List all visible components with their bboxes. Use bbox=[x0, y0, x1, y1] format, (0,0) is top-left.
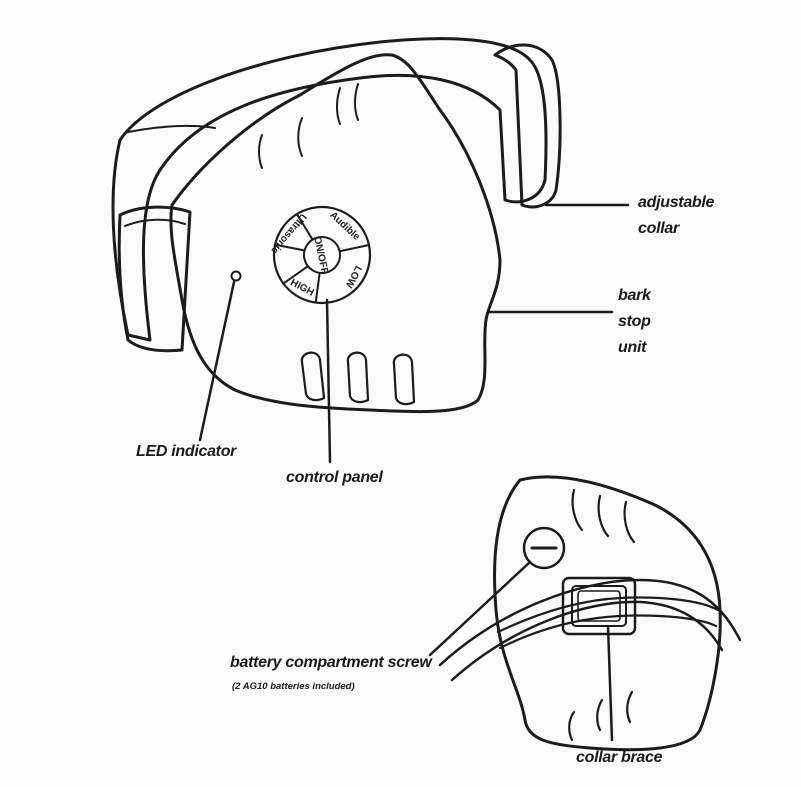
label-batteries-note: (2 AG10 batteries included) bbox=[232, 681, 355, 692]
leader-battery-screw bbox=[428, 560, 532, 657]
label-adjustable-collar-line1: adjustable bbox=[638, 194, 715, 211]
leader-collar-brace bbox=[606, 624, 614, 742]
leader-lines-upper bbox=[198, 203, 630, 464]
leader-led-indicator bbox=[198, 280, 236, 442]
battery-compartment-screw bbox=[522, 526, 566, 570]
leader-control-panel bbox=[325, 298, 332, 464]
control-button-top-left-label: Audible bbox=[327, 210, 362, 243]
control-button-center-label: ON/OFF bbox=[311, 236, 330, 275]
rear-view-unit bbox=[438, 475, 742, 752]
label-bark-stop-unit-line2: stop bbox=[618, 313, 651, 330]
label-bark-stop-unit-line3: unit bbox=[618, 339, 647, 356]
collar-brace bbox=[561, 576, 637, 636]
control-panel: ON/OFF Audible LOW HIGH Ultrasonic bbox=[268, 205, 372, 305]
label-led-indicator: LED indicator bbox=[136, 443, 237, 460]
label-collar-brace: collar brace bbox=[576, 749, 663, 766]
label-bark-stop-unit-line1: bark bbox=[618, 287, 652, 304]
label-adjustable-collar-line2: collar bbox=[638, 220, 680, 237]
labels: adjustable collar bark stop unit LED ind… bbox=[136, 194, 715, 766]
control-button-top-right-label: LOW bbox=[342, 264, 363, 290]
bark-stop-unit-front bbox=[169, 53, 502, 414]
leader-lines-lower bbox=[428, 560, 614, 742]
led-indicator-dot bbox=[230, 270, 242, 282]
label-control-panel: control panel bbox=[286, 469, 383, 486]
control-button-bottom-right-label: HIGH bbox=[288, 277, 315, 298]
label-battery-compartment-screw: battery compartment screw bbox=[230, 654, 433, 671]
adjustable-collar-band bbox=[111, 37, 562, 353]
